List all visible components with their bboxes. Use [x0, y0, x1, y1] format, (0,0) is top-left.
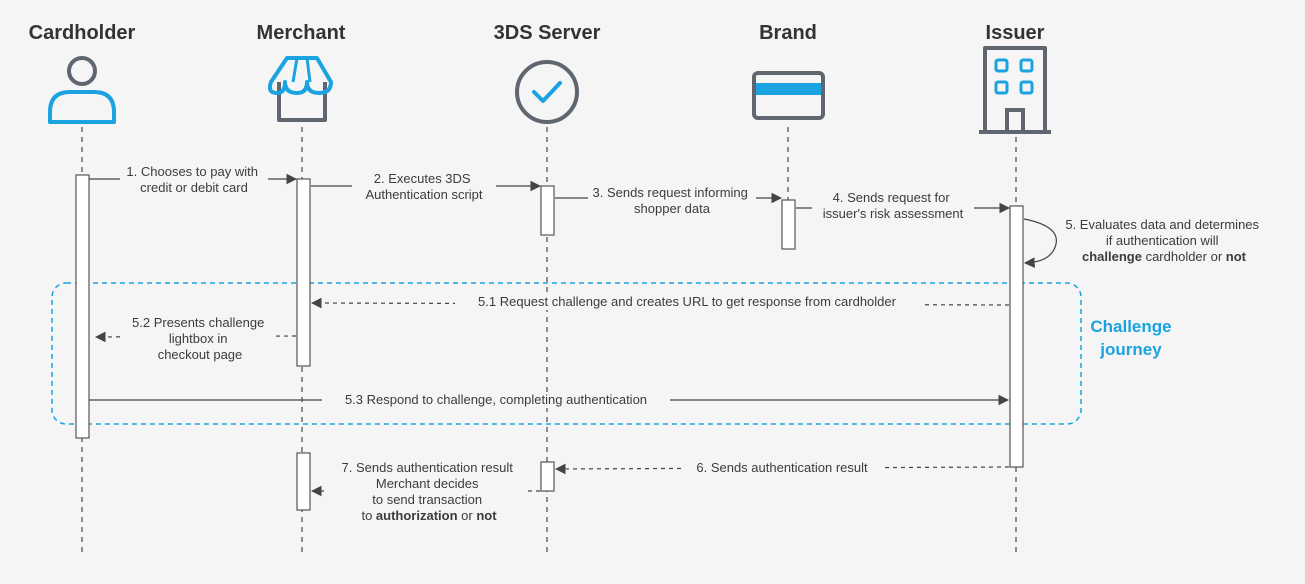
building-icon [979, 46, 1051, 134]
person-icon [48, 56, 116, 124]
label-message-5-2: 5.2 Presents challenge lightbox in check… [132, 315, 268, 362]
actor-title-brand: Brand [759, 22, 817, 44]
label-message-6: 6. Sends authentication result [696, 460, 868, 475]
actor-title-cardholder: Cardholder [29, 22, 136, 44]
activation-brand [781, 199, 796, 250]
storefront-icon [267, 56, 333, 122]
activation-merchant-2 [296, 452, 311, 511]
label-message-7: 7. Sends authentication result Merchant … [342, 460, 517, 523]
challenge-journey-region [51, 282, 1082, 425]
activation-cardholder [75, 174, 90, 439]
challenge-journey-label-2: journey [1099, 340, 1162, 359]
actor-title-issuer: Issuer [986, 22, 1045, 44]
label-message-1: 1. Chooses to pay with credit or debit c… [126, 164, 261, 195]
activation-merchant [296, 178, 311, 367]
label-message-3: 3. Sends request informing shopper data [593, 185, 752, 216]
arrow-message-5-self [1023, 218, 1057, 269]
label-message-5-1: 5.1 Request challenge and creates URL to… [478, 294, 897, 309]
label-message-5-3: 5.3 Respond to challenge, completing aut… [345, 392, 647, 407]
check-circle-icon [515, 60, 579, 124]
label-message-2: 2. Executes 3DS Authentication script [365, 171, 482, 202]
challenge-journey-label: Challenge [1090, 317, 1171, 336]
actor-title-3ds-server: 3DS Server [494, 22, 601, 44]
activation-3ds-server [540, 185, 555, 236]
label-message-5: 5. Evaluates data and determines if auth… [1065, 217, 1262, 264]
activation-issuer [1009, 205, 1024, 468]
activation-3ds-server-2 [540, 461, 555, 492]
credit-card-icon [752, 71, 825, 120]
label-message-4: 4. Sends request for issuer's risk asses… [823, 190, 964, 221]
actor-title-merchant: Merchant [257, 22, 346, 44]
